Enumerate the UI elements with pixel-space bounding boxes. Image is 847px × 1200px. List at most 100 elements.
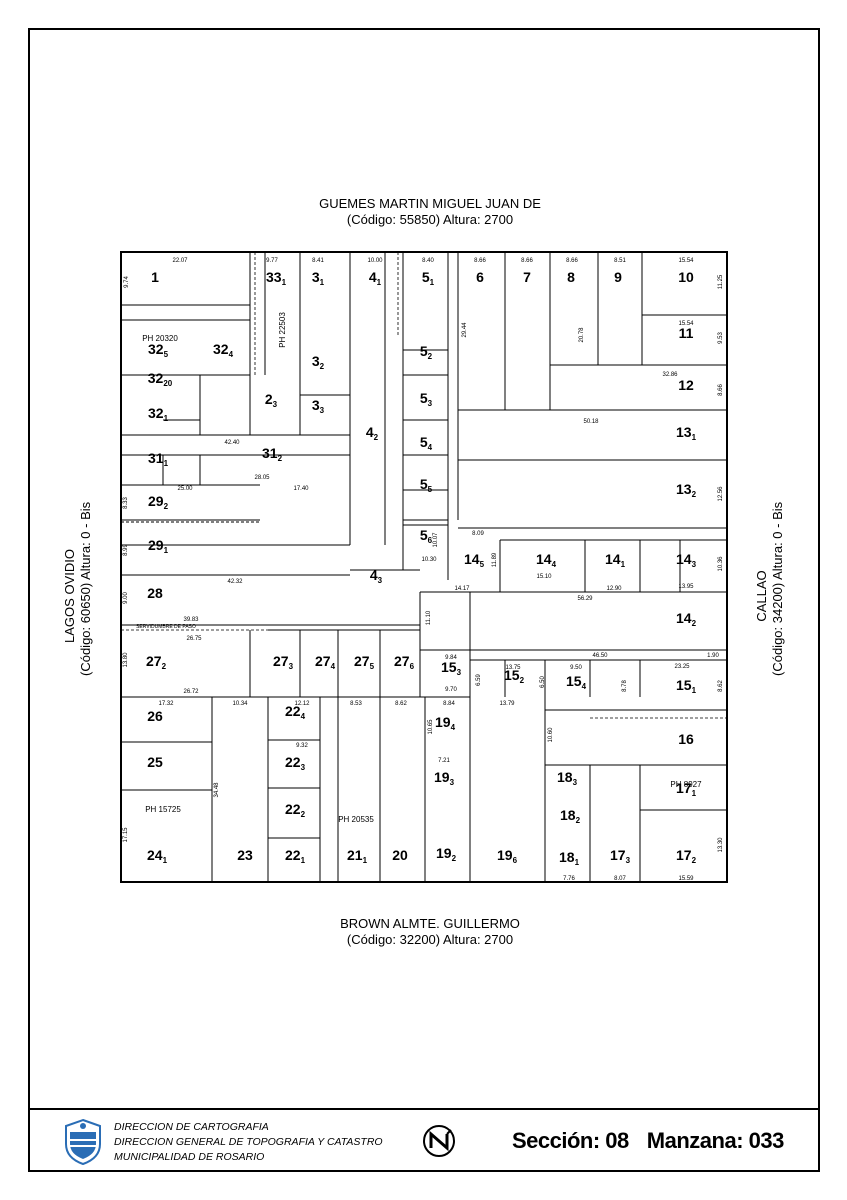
parcel-label: 54 xyxy=(420,434,433,452)
dimension-label: 26.72 xyxy=(183,689,199,695)
parcel-label: 181 xyxy=(559,849,580,867)
dimension-label: 10.36 xyxy=(718,556,724,572)
dimension-label: 8.78 xyxy=(622,680,628,692)
parcel-label: 131 xyxy=(676,424,697,442)
dimension-label: 7.76 xyxy=(563,876,575,882)
dimension-label: 10.07 xyxy=(433,532,439,548)
department-text: DIRECCION DE CARTOGRAFIA DIRECCION GENER… xyxy=(114,1120,383,1165)
dimension-label: 12.90 xyxy=(606,586,622,592)
parcel-label: 132 xyxy=(676,481,697,499)
parcel-label: 272 xyxy=(146,653,167,671)
parcel-label: 11 xyxy=(679,325,694,341)
parcel-label: 325 xyxy=(148,341,169,359)
parcel-label: 32 xyxy=(312,353,325,371)
annotation-label: SERVIDUMBRE DE PASO xyxy=(136,624,196,630)
dimension-label: 8.09 xyxy=(472,531,484,537)
dimension-label: 7.21 xyxy=(438,758,450,764)
parcel-label: 312 xyxy=(262,445,283,463)
dimension-label: 9.70 xyxy=(445,687,457,693)
dimension-label: 15.10 xyxy=(536,574,552,580)
dimension-label: 8.66 xyxy=(474,258,486,264)
dimension-label: 8.07 xyxy=(614,876,626,882)
dimension-label: 8.99 xyxy=(123,544,129,556)
dimension-label: 29.44 xyxy=(462,322,468,338)
dimension-label: 8.66 xyxy=(521,258,533,264)
parcel-label: 154 xyxy=(566,673,587,691)
parcel-label: 153 xyxy=(441,659,462,677)
dimension-label: 17.40 xyxy=(293,486,309,492)
street-south-detail: (Código: 32200) Altura: 2700 xyxy=(346,932,514,947)
parcel-label: 172 xyxy=(676,847,697,865)
dimension-label: 9.84 xyxy=(445,655,457,661)
dimension-label: 15.54 xyxy=(678,321,694,327)
annotation-label: PH 20320 xyxy=(142,334,178,343)
dimension-label: 46.50 xyxy=(592,653,608,659)
dept-line-3: MUNICIPALIDAD DE ROSARIO xyxy=(114,1151,265,1163)
parcel-label: 211 xyxy=(347,847,368,865)
parcel-label: 23 xyxy=(237,847,253,863)
dimension-label: 42.32 xyxy=(227,579,243,585)
annotation-label: PH 20535 xyxy=(338,815,374,824)
section-label: Sección: 08 xyxy=(512,1128,629,1153)
parcel-label: 223 xyxy=(285,754,306,772)
dimension-label: 8.53 xyxy=(350,701,362,707)
parcel-label: 8 xyxy=(567,269,575,285)
parcel-label: 31 xyxy=(312,269,325,287)
dimension-label: 10.65 xyxy=(428,719,434,735)
dept-line-1: DIRECCION DE CARTOGRAFIA xyxy=(114,1121,269,1133)
parcel-label: 43 xyxy=(370,567,383,585)
street-south-name: BROWN ALMTE. GUILLERMO xyxy=(340,916,520,931)
parcel-label: 141 xyxy=(605,551,626,569)
parcel-label: 33 xyxy=(312,397,325,415)
dimension-label: 8.62 xyxy=(395,701,407,707)
parcel-label: 20 xyxy=(392,847,408,863)
annotation-label: PH 8927 xyxy=(670,780,702,789)
parcel-label: 12 xyxy=(678,377,694,393)
dimension-label: 11.10 xyxy=(426,610,432,625)
parcel-label: 221 xyxy=(285,847,306,865)
parcel-label: 7 xyxy=(523,269,531,285)
dimension-label: 8.62 xyxy=(718,680,724,692)
parcel-label: 16 xyxy=(678,731,694,747)
footer: DIRECCION DE CARTOGRAFIA DIRECCION GENER… xyxy=(30,1108,818,1172)
parcel-label: 56 xyxy=(420,527,433,545)
parcel-label: 171 xyxy=(676,780,697,798)
dimension-label: 13.79 xyxy=(499,701,515,707)
dimension-label: 1.90 xyxy=(707,653,719,659)
parcel-label: 324 xyxy=(213,341,234,359)
parcel-label: 143 xyxy=(676,551,697,569)
street-south: BROWN ALMTE. GUILLERMO (Código: 32200) A… xyxy=(240,916,620,948)
parcel-label: 222 xyxy=(285,801,306,819)
annotation-label: PH 15725 xyxy=(145,805,181,814)
north-arrow-icon xyxy=(423,1125,455,1157)
dimension-label: 15.59 xyxy=(678,876,694,882)
parcel-label: 10 xyxy=(678,269,694,285)
dimension-label: 15.54 xyxy=(678,258,694,264)
dimension-label: 10.30 xyxy=(421,557,437,563)
dimension-label: 13.80 xyxy=(123,652,129,668)
street-north: GUEMES MARTIN MIGUEL JUAN DE (Código: 55… xyxy=(240,196,620,228)
dimension-label: 9.74 xyxy=(124,276,130,288)
parcel-label: 192 xyxy=(436,845,457,863)
annotation-label: PH 22503 xyxy=(278,312,287,348)
dept-line-2: DIRECCION GENERAL DE TOPOGRAFIA Y CATAST… xyxy=(114,1136,383,1148)
parcel-label: 151 xyxy=(676,677,697,695)
rosario-seal-icon xyxy=(65,1118,101,1166)
dimension-label: 26.75 xyxy=(186,636,202,642)
parcel-label: 41 xyxy=(369,269,382,287)
dimension-label: 13.75 xyxy=(505,665,521,671)
parcel-label: 241 xyxy=(147,847,168,865)
dimension-label: 20.78 xyxy=(579,327,585,343)
dimension-label: 14.17 xyxy=(454,586,470,592)
block-outline xyxy=(120,251,728,883)
dimension-label: 10.00 xyxy=(367,258,383,264)
parcel-label: 1 xyxy=(151,269,159,285)
parcel-label: 193 xyxy=(434,769,455,787)
dimension-label: 8.41 xyxy=(312,258,324,264)
dimension-label: 39.83 xyxy=(183,617,199,623)
dimension-label: 6.50 xyxy=(540,676,546,688)
parcel-label: 292 xyxy=(148,493,169,511)
street-north-detail: (Código: 55850) Altura: 2700 xyxy=(346,212,514,227)
parcel-label: 28 xyxy=(147,585,163,601)
parcel-label: 142 xyxy=(676,610,697,628)
